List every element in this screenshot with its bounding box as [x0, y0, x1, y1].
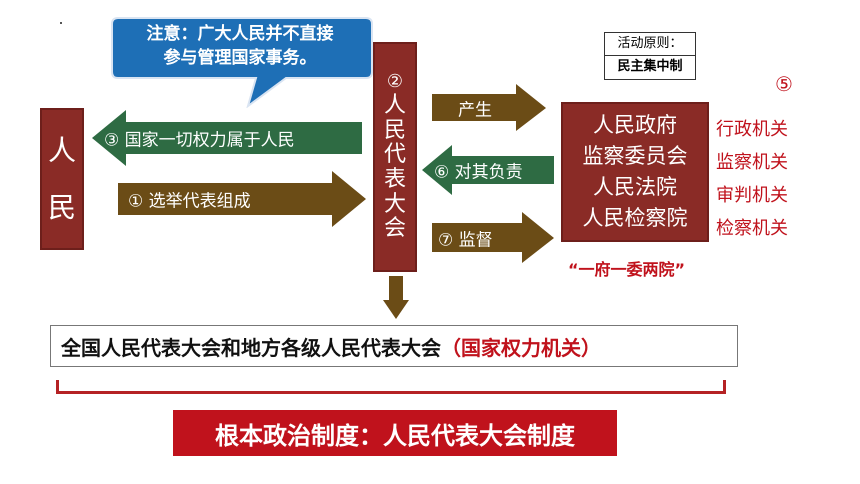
people-box: 人 民: [40, 108, 84, 250]
organ-procuratorate: 人民检察院: [582, 206, 688, 230]
responsible-arrow: ⑥ 对其负责: [422, 145, 556, 195]
supervise-arrow: ⑦ 监督: [432, 212, 556, 264]
produce-arrow: 产生: [432, 84, 548, 132]
congress-char-6: 会: [383, 216, 406, 242]
congress-box: ② 人 民 代 表 大 会: [373, 42, 417, 272]
elected-arrow: ① 选举代表组成: [118, 170, 368, 228]
national-congress-main: 全国人民代表大会和地方各级人民代表大会: [61, 335, 441, 360]
national-congress-paren: （国家权力机关）: [441, 335, 601, 360]
circle-five-marker: ⑤: [775, 72, 793, 96]
organ-type-administrative: 行政机关: [716, 119, 788, 140]
organ-government: 人民政府: [593, 113, 677, 137]
congress-char-5: 大: [383, 191, 406, 217]
congress-char-3: 代: [383, 142, 406, 168]
down-arrow: [383, 276, 409, 320]
speech-bubble-shape: [111, 17, 373, 109]
people-char-2: 民: [47, 191, 76, 224]
produce-label: 产生: [458, 100, 492, 121]
congress-number: ②: [386, 71, 404, 93]
people-char-1: 人: [47, 133, 76, 167]
state-organs-box: 人民政府 监察委员会 人民法院 人民检察院: [561, 102, 709, 242]
activity-principle-value: 民主集中制: [604, 56, 696, 80]
responsible-label: ⑥ 对其负责: [434, 162, 523, 183]
fundamental-system-text: 根本政治制度：人民代表大会制度: [215, 421, 575, 450]
power-belongs-arrow: ③ 国家一切权力属于人民: [92, 108, 364, 168]
elected-label: ① 选举代表组成: [128, 191, 251, 212]
activity-principle-title: 活动原则：: [604, 32, 696, 56]
congress-char-4: 表: [383, 167, 406, 193]
congress-char-2: 民: [383, 117, 406, 143]
national-congress-box: 全国人民代表大会和地方各级人民代表大会 （国家权力机关）: [50, 325, 738, 367]
power-belongs-label: ③ 国家一切权力属于人民: [104, 130, 295, 151]
note-bubble: 注意：广大人民并不直接 参与管理国家事务。: [108, 14, 376, 109]
organ-court: 人民法院: [593, 175, 677, 199]
fundamental-system-banner: 根本政治制度：人民代表大会制度: [173, 410, 617, 456]
organ-type-procuratorial: 检察机关: [716, 218, 788, 239]
decorative-dot: [60, 22, 62, 24]
supervise-label: ⑦ 监督: [438, 230, 493, 251]
one-gov-one-commission-two-courts: “一府一委两院”: [568, 260, 686, 279]
bracket-line: [56, 380, 726, 394]
congress-char-1: 人: [383, 93, 406, 119]
note-line-1: 注意：广大人民并不直接: [146, 24, 334, 44]
organ-supervisory-commission: 监察委员会: [582, 144, 688, 168]
organ-type-judicial: 审判机关: [716, 185, 788, 206]
organ-types-list: 行政机关 监察机关 审判机关 检察机关: [716, 113, 788, 245]
organ-type-supervisory: 监察机关: [716, 152, 788, 173]
note-line-2: 参与管理国家事务。: [163, 48, 317, 68]
